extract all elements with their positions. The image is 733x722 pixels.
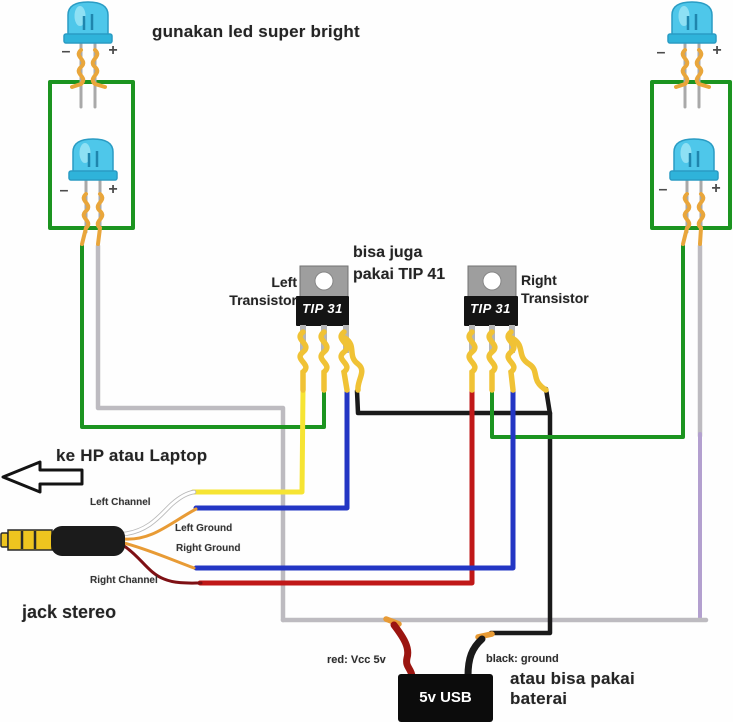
left-transistor-label-line1: Left <box>271 274 297 290</box>
transistor-mounting-hole <box>314 271 334 291</box>
wire-orange-right-ground <box>122 541 196 570</box>
led-polarity-minus: – <box>61 43 71 60</box>
twisted-wire <box>486 329 498 393</box>
led-polarity-minus: – <box>59 182 69 199</box>
wire-yellow-left-channel <box>190 387 306 495</box>
jack-tip <box>0 532 9 548</box>
jack-body <box>51 526 125 556</box>
usb-black-wire-label: black: ground <box>486 653 559 665</box>
jack-wire-label-left-channel: Left Channel <box>90 497 151 508</box>
led-bottom-left <box>68 138 118 181</box>
left-transistor-label-line2: Transistor <box>229 292 297 308</box>
twisted-wire <box>505 329 517 393</box>
twisted-wire <box>694 48 711 89</box>
led-loop-wire-right <box>650 80 732 230</box>
transistor-twisted-wires <box>297 329 549 393</box>
led-polarity-plus: + <box>108 42 118 59</box>
led-polarity-minus: – <box>658 181 668 198</box>
wire-red-right-channel <box>197 387 475 586</box>
led-legs <box>79 41 703 234</box>
wire-green-right-collector <box>490 244 685 439</box>
wire-gray-left-positive <box>95 243 286 623</box>
stereo-jack <box>0 526 125 556</box>
led-polarity-plus: + <box>108 181 118 198</box>
wire-blue-left-ground <box>193 387 350 511</box>
note-alt-transistor-line1: bisa juga <box>353 244 423 261</box>
twisted-wire <box>95 192 105 246</box>
transistor-right-marking: TIP 31 <box>470 301 511 316</box>
led-twisted-wires <box>70 48 711 246</box>
jack-wire-label-left-ground: Left Ground <box>175 523 233 534</box>
right-transistor-label-line1: Right <box>521 272 557 288</box>
note-battery-line2: baterai <box>510 689 568 708</box>
wire-blue-right-ground <box>193 387 516 571</box>
jack-shaft <box>7 529 53 551</box>
wire-green-left-collector <box>80 244 326 429</box>
twisted-wire <box>318 329 330 393</box>
jack-wire-label-right-ground: Right Ground <box>176 543 241 554</box>
led-legs-bottom-left <box>84 178 102 234</box>
jack-wire-label-right-channel: Right Channel <box>90 575 158 586</box>
led-legs-bottom-right <box>685 178 703 234</box>
transistor-mounting-hole <box>482 271 502 291</box>
led-polarity-plus: + <box>712 42 722 59</box>
led-top-right <box>667 1 717 44</box>
led-polarity-minus: – <box>656 44 666 61</box>
led-bottom-right <box>669 138 719 181</box>
twisted-wire <box>681 192 692 246</box>
led-polarity-plus: + <box>711 180 721 197</box>
twisted-wire <box>342 335 365 393</box>
twisted-wire <box>674 48 690 89</box>
right-transistor-label-line2: Transistor <box>521 290 589 306</box>
usb-black-wire <box>464 635 486 680</box>
wire-darkred-right-channel <box>122 544 203 585</box>
twisted-wire <box>466 329 478 393</box>
twisted-wire <box>696 192 706 246</box>
twisted-wire <box>338 329 350 393</box>
twisted-wire <box>297 329 309 393</box>
transistor-body <box>296 296 349 326</box>
leds <box>63 1 719 181</box>
twisted-wire <box>90 48 107 89</box>
left-arrow-icon <box>1 460 84 494</box>
note-alt-transistor-line2: pakai TIP 41 <box>353 266 446 283</box>
transistor-body <box>464 296 518 326</box>
twisted-wire <box>80 192 91 246</box>
led-top-left <box>63 1 113 44</box>
twisted-wire <box>70 48 86 89</box>
note-battery-line1: atau bisa pakai <box>510 669 635 688</box>
wire-orange-left-ground <box>122 507 198 541</box>
wire-black-ground-right <box>488 386 553 636</box>
wire-black-ground-left <box>354 388 553 416</box>
transistor-left-marking: TIP 31 <box>302 301 343 316</box>
jack-insulator-rings <box>20 531 37 549</box>
usb-red-wire <box>390 621 416 680</box>
usb-red-wire-label: red: Vcc 5v <box>327 654 386 666</box>
note-to-phone-or-laptop: ke HP atau Laptop <box>56 446 208 465</box>
wire-white-left-channel <box>122 490 196 536</box>
usb-block-label: 5v USB <box>419 689 472 706</box>
note-use-super-bright-led: gunakan led super bright <box>152 22 360 41</box>
usb-power-block <box>398 674 493 722</box>
jack-stereo-label: jack stereo <box>22 602 117 622</box>
twisted-wire <box>509 335 549 393</box>
